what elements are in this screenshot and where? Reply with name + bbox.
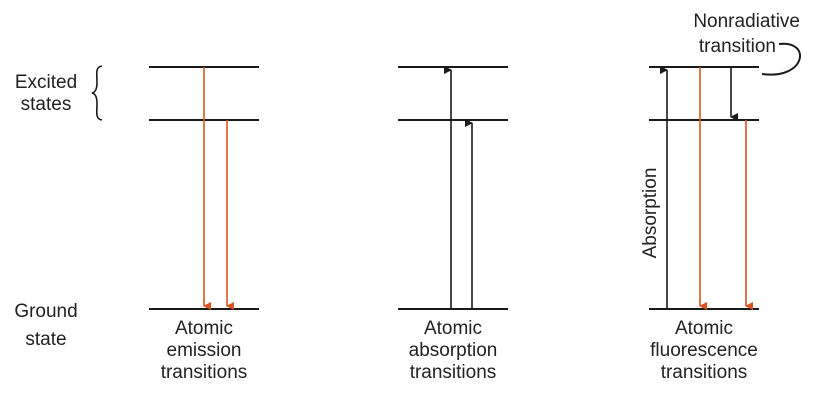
absorption-caption: Atomic absorption transitions	[408, 318, 498, 383]
emission-panel	[149, 66, 259, 310]
fluorescence-caption: Atomic fluorescence transitions	[650, 318, 758, 383]
excited-states-label: Excited states	[14, 72, 78, 115]
ground-state-label: Ground state	[14, 301, 78, 350]
excited-states-brace	[91, 65, 103, 121]
nonradiative-leader-line	[761, 42, 801, 76]
absorption-panel	[398, 66, 508, 310]
fluorescence-panel	[649, 42, 801, 310]
nonradiative-transition-label: Nonradiative transition	[693, 11, 800, 57]
absorption-vertical-label: Absorption	[640, 167, 661, 259]
emission-caption: Atomic emission transitions	[160, 318, 248, 383]
